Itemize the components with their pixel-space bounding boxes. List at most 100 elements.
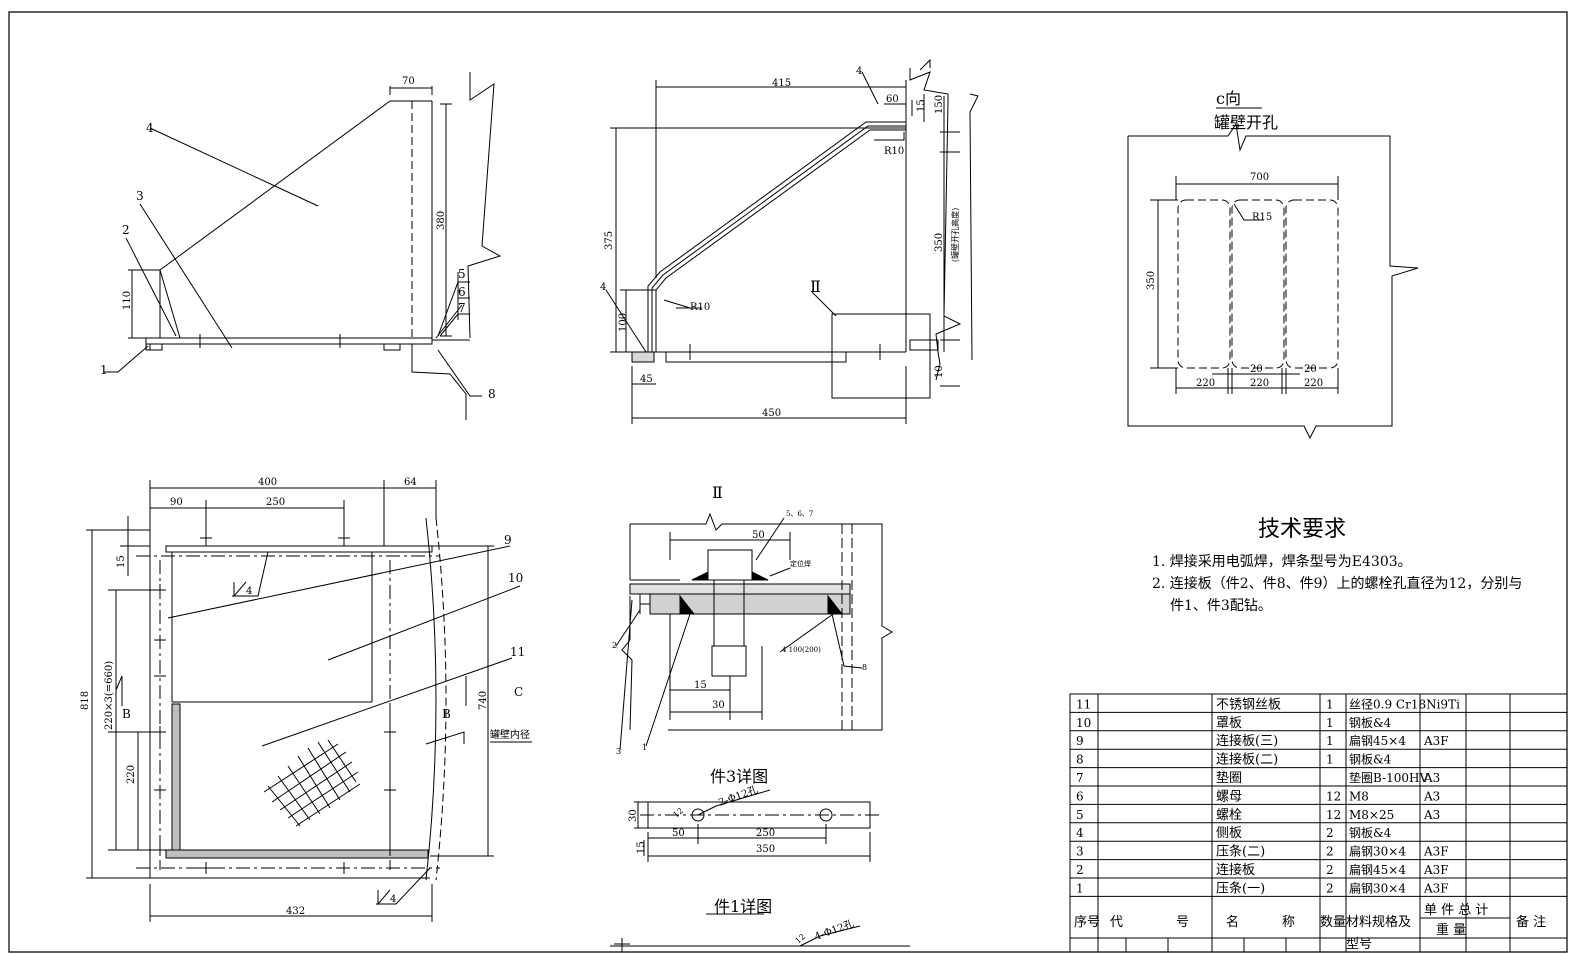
dim-700: 700 [1250,172,1269,183]
spot-weld-label: 定位焊 [790,559,811,568]
bom-cell-no: 5 [1076,808,1084,822]
dim-220-3: 220 [1304,378,1323,389]
bom-cell-qty: 2 [1326,845,1334,859]
dim-250: 250 [266,497,285,508]
bom-cell-no: 1 [1076,881,1084,895]
tech-line-3: 件1、件3配钻。 [1170,598,1272,614]
bom-header-name-1: 名 [1226,914,1239,930]
bom-header-weight: 重 量 [1436,922,1466,938]
bom-cell-spec: M8×25 [1349,808,1394,822]
dim-220-2: 220 [1250,378,1269,389]
part-label-4: 4 [146,121,154,135]
bom-cell-spec: 钢板&4 [1349,716,1392,730]
bom-cell-qty: 1 [1326,753,1334,767]
dim-380: 380 [436,211,447,230]
bom-header: 序号 代 号 名 称 数量 材料规格及 型号 单 件 总 计 重 量 备 注 [1074,903,1546,952]
dim-90: 90 [170,497,183,508]
bom-cell-spec: 丝径0.9 Cr18Ni9Ti [1349,697,1460,711]
dim-64: 64 [404,477,417,488]
bom-header-spec: 材料规格及 [1346,914,1411,930]
part-label-10: 10 [508,571,523,585]
bom-cell-no: 9 [1076,734,1084,748]
bom-cell-qty: 12 [1326,789,1341,803]
bom-cell-qty: 1 [1326,716,1334,730]
bom-cell-qty: 2 [1326,863,1334,877]
bom-cell-name: 连接板 [1216,862,1255,878]
bom-cell-name: 压条(二) [1216,844,1265,860]
bom-cell-name: 连接板(三) [1216,733,1278,749]
radius-r10-top: R10 [884,146,904,157]
dim-45: 45 [640,374,653,385]
bom-cell-no: 11 [1076,697,1091,711]
bom-cell-spec: M8 [1349,789,1369,803]
bom-cell-extra: A3F [1423,734,1449,748]
radius-r10-bottom: R10 [690,302,710,313]
dim-20-1: 20 [1250,364,1263,375]
bom-cell-no: 6 [1076,789,1084,803]
bom-cell-spec: 扁钢45×4 [1349,734,1406,748]
weld-label-4-left: 4 [600,282,606,293]
bom-cell-spec: 扁钢30×4 [1349,845,1406,859]
dim-15: 15 [916,99,927,112]
weld-symbol-4-bottom: 4 [390,894,396,905]
part-label-2-detail: 2 [612,641,617,650]
sheet-border [9,12,1567,952]
tech-title: 技术要求 [1258,517,1346,542]
view3-subtitle: 罐壁开孔 [1214,113,1278,132]
bom-header-remark: 备 注 [1516,914,1546,930]
detail-marker-roman-2: Ⅱ [810,277,821,296]
bom-cell-name: 连接板(二) [1216,752,1278,768]
bom-header-qty: 数量 [1320,915,1346,930]
part3-annotations: 件3详图 2-Φ12孔 12 30 50 250 15 350 [628,767,775,855]
dim-100: 100 [618,313,629,332]
bom-cell-qty: 2 [1326,826,1334,840]
weld-spec-label: 4 100(200) [782,646,821,654]
view4-annotations: 400 64 90 250 818 15 220×3(=660) 220 740… [80,477,530,917]
bom-cell-name: 不锈钢丝板 [1216,697,1281,712]
dim-740: 740 [478,691,489,710]
detail-2-title: Ⅱ [712,483,723,502]
dim-150: 150 [934,95,945,114]
part1-detail [610,914,910,952]
dim-432: 432 [286,906,305,917]
bom-header-name-2: 称 [1282,915,1295,930]
view2-annotations: 415 60 15 150 375 350 (罐壁开孔高度) 100 45 45… [600,66,960,419]
dim-15-detail: 15 [694,680,707,691]
bom-cell-name: 罩板 [1216,716,1242,731]
bom-cell-spec: 扁钢45×4 [1349,863,1406,877]
dim-220-left: 220 [126,765,137,784]
part-label-11: 11 [510,645,525,659]
view1-side-elevation [104,72,500,420]
part-label-3-detail: 3 [616,747,621,756]
bom-header-no: 序号 [1074,915,1100,930]
bolt-marks [154,532,396,874]
detail-2-section [616,514,892,750]
bom-header-code-2: 号 [1176,915,1189,930]
part-label-8: 8 [488,387,496,401]
dim-10: 10 [934,365,945,378]
bom-cell-extra: A3F [1423,845,1449,859]
view2-section [606,60,978,424]
part1-title: 件1详图 [714,897,772,916]
dim-220-1: 220 [1196,378,1215,389]
bom-cell-name: 垫圈 [1216,770,1242,786]
tech-line-1: 1. 焊接采用电弧焊，焊条型号为E4303。 [1152,553,1412,570]
technical-requirements: 技术要求 1. 焊接采用电弧焊，焊条型号为E4303。 2. 连接板（件2、件8… [1152,517,1522,614]
bom-cell-no: 4 [1076,826,1084,840]
part-label-8-detail: 8 [862,663,867,672]
bom-cell-extra: A3 [1423,789,1440,803]
part1-hole-note: 4-Φ12孔 [813,918,855,943]
bom-cell-qty: 1 [1326,734,1334,748]
dim-375: 375 [604,231,615,250]
dim-15-left: 15 [116,555,127,568]
bom-cell-name: 螺栓 [1216,808,1242,823]
bom-cell-spec: 扁钢30×4 [1349,881,1406,895]
part3-dim-15: 15 [636,841,647,854]
dim-350: 350 [934,233,945,252]
bom-cell-no: 7 [1076,771,1084,785]
part-label-5: 5 [458,267,466,281]
dim-30-detail: 30 [712,700,725,711]
dim-350-c: 350 [1146,271,1157,290]
section-label-c: C [514,685,523,699]
